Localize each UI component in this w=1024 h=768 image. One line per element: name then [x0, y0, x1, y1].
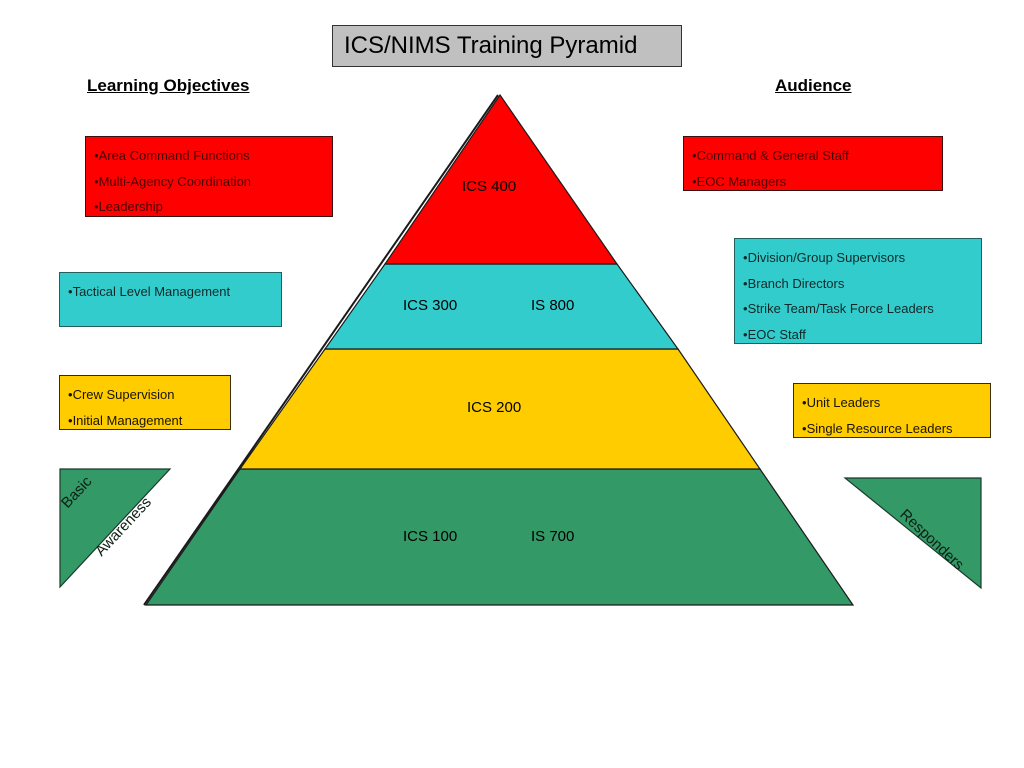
pyramid-layer-upper-middle — [323, 263, 680, 350]
layer-label-is-800: IS 800 — [531, 297, 575, 314]
objectives-box-red: Area Command Functions Multi-Agency Coor… — [85, 136, 333, 217]
objectives-box-cyan: Tactical Level Management — [59, 272, 282, 327]
audience-box-red: Command & General Staff EOC Managers — [683, 136, 943, 191]
objective-item: Area Command Functions — [94, 143, 332, 169]
objective-item: Multi-Agency Coordination — [94, 169, 332, 195]
audience-item: Branch Directors — [743, 271, 981, 297]
pyramid-layer-base — [144, 468, 855, 606]
learning-objectives-heading: Learning Objectives — [87, 76, 250, 95]
objective-item: Crew Supervision — [68, 382, 230, 408]
pyramid-layer-top — [383, 93, 619, 265]
audience-item: Division/Group Supervisors — [743, 245, 981, 271]
audience-item: Command & General Staff — [692, 143, 942, 169]
audience-item: EOC Managers — [692, 169, 942, 195]
audience-box-yellow: Unit Leaders Single Resource Leaders — [793, 383, 991, 438]
objectives-box-yellow: Crew Supervision Initial Management — [59, 375, 231, 430]
objective-item: Leadership — [94, 194, 332, 220]
basic-awareness-triangle — [59, 468, 172, 589]
layer-label-is-700: IS 700 — [531, 528, 575, 545]
audience-heading: Audience — [775, 76, 852, 95]
audience-item: Strike Team/Task Force Leaders — [743, 296, 981, 322]
layer-label-ics-300: ICS 300 — [403, 297, 458, 314]
audience-item: Unit Leaders — [802, 390, 990, 416]
audience-item: Single Resource Leaders — [802, 416, 990, 442]
audience-item: EOC Staff — [743, 322, 981, 348]
layer-label-ics-400: ICS 400 — [462, 178, 517, 195]
audience-box-cyan: Division/Group Supervisors Branch Direct… — [734, 238, 982, 344]
responders-triangle — [843, 477, 982, 590]
layer-label-ics-200: ICS 200 — [467, 399, 522, 416]
pyramid-edge-left — [143, 94, 499, 606]
diagram-title: ICS/NIMS Training Pyramid — [332, 25, 682, 67]
objective-item: Initial Management — [68, 408, 230, 434]
objective-item: Tactical Level Management — [68, 279, 281, 305]
layer-label-ics-100: ICS 100 — [403, 528, 458, 545]
